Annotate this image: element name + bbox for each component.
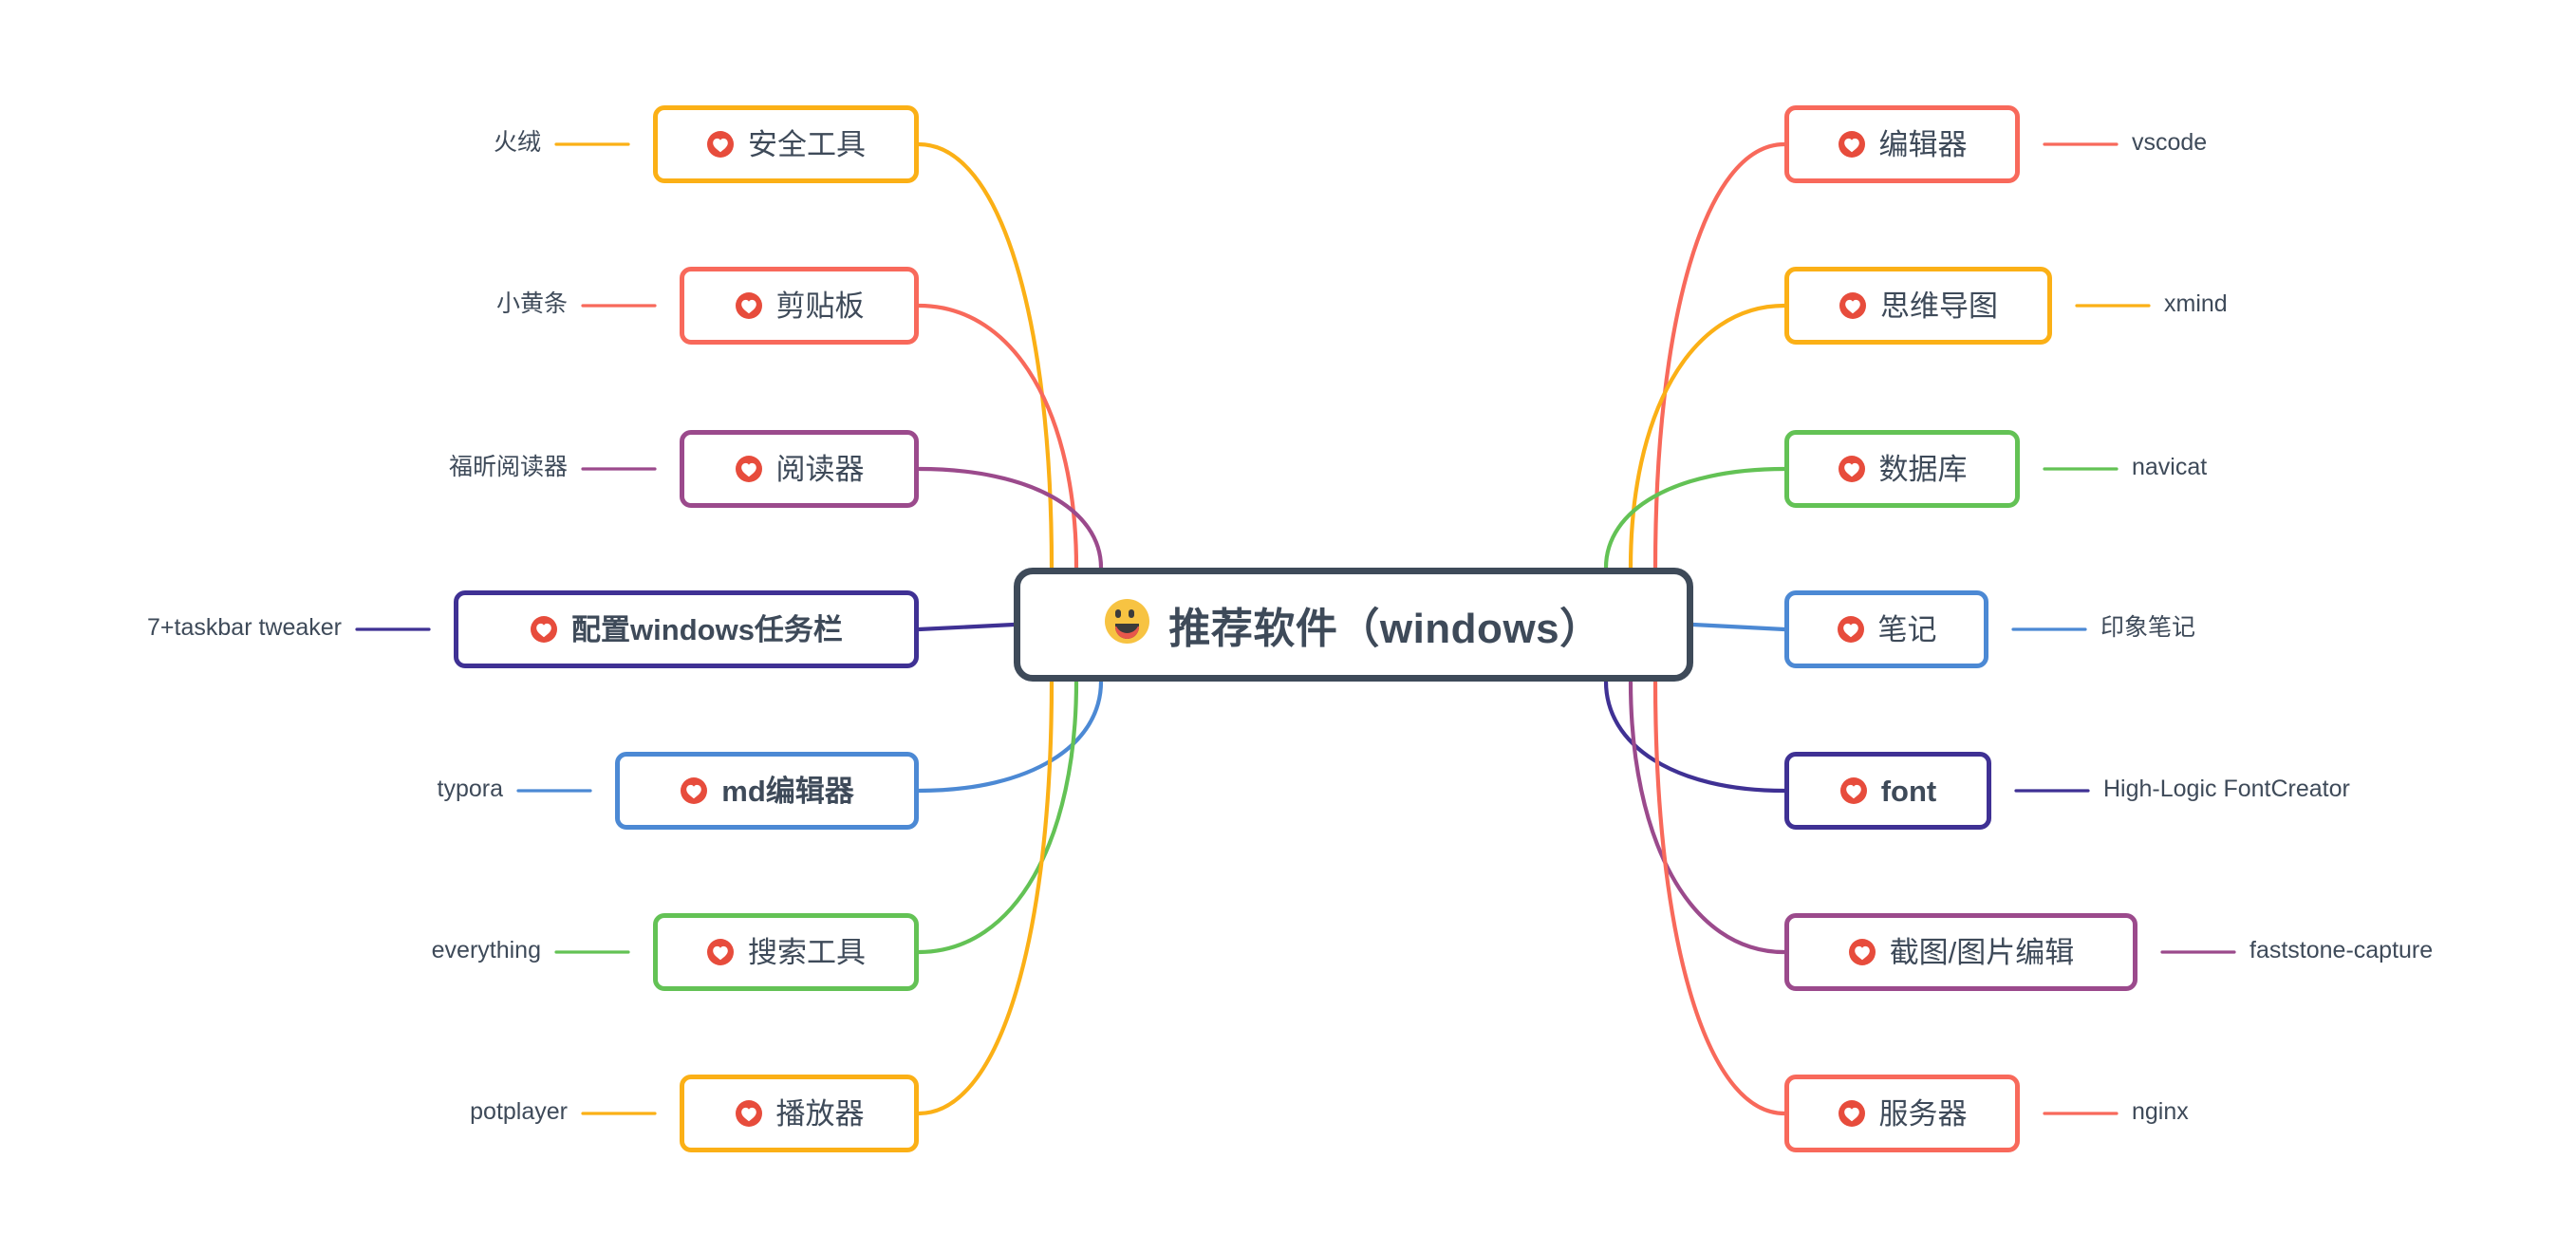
topic-node-right-6[interactable]: 服务器 [1784, 1075, 2020, 1152]
topic-label: 配置windows任务栏 [571, 612, 843, 646]
heart-in-circle-icon [1839, 776, 1868, 805]
leaf-label-left-2: 福昕阅读器 [448, 454, 568, 480]
topic-node-right-3[interactable]: 笔记 [1784, 590, 1988, 668]
heart-in-circle-icon [680, 776, 708, 805]
branch-connector [916, 303, 1079, 570]
branch-connector [916, 141, 1055, 570]
topic-label: 搜索工具 [748, 935, 866, 969]
branch-connector [1690, 622, 1787, 632]
leaf-label-right-4: High-Logic FontCreator [2103, 776, 2350, 802]
topic-label: 编辑器 [1878, 127, 1968, 161]
branch-connector [1603, 466, 1787, 570]
heart-in-circle-icon [1848, 938, 1876, 966]
topic-node-left-4[interactable]: md编辑器 [615, 752, 919, 830]
leaf-label-left-1: 小黄条 [495, 290, 568, 317]
heart-in-circle-icon [735, 455, 763, 483]
topic-node-left-6[interactable]: 播放器 [680, 1075, 919, 1152]
leaf-label-left-3: 7+taskbar tweaker [147, 614, 342, 641]
heart-in-circle-icon [530, 615, 558, 644]
leaf-label-right-1: xmind [2164, 290, 2228, 317]
topic-node-left-5[interactable]: 搜索工具 [653, 913, 919, 991]
branch-connector [1603, 679, 1787, 794]
leaf-label-right-0: vscode [2132, 129, 2208, 156]
topic-label: 截图/图片编辑 [1889, 935, 2075, 969]
branch-connector [1652, 141, 1787, 570]
leaf-label-left-0: 火绒 [493, 129, 541, 156]
topic-label: 数据库 [1878, 452, 1968, 486]
grinning-face-emoji [1105, 599, 1150, 650]
heart-in-circle-icon [735, 291, 763, 320]
topic-node-right-2[interactable]: 数据库 [1784, 430, 2020, 508]
leaf-label-right-5: faststone-capture [2249, 937, 2434, 963]
topic-label: 阅读器 [775, 452, 865, 486]
topic-node-right-0[interactable]: 编辑器 [1784, 105, 2020, 183]
heart-in-circle-icon [706, 938, 735, 966]
heart-in-circle-icon [706, 130, 735, 159]
topic-label: md编辑器 [721, 774, 854, 808]
leaf-label-left-5: everything [431, 937, 541, 963]
heart-in-circle-icon [1838, 455, 1866, 483]
topic-node-left-1[interactable]: 剪贴板 [680, 267, 919, 345]
branch-connector [916, 679, 1079, 955]
leaf-label-left-4: typora [437, 776, 503, 802]
heart-in-circle-icon [1838, 130, 1866, 159]
leaf-label-left-6: potplayer [470, 1098, 568, 1125]
leaf-label-right-2: navicat [2132, 454, 2208, 480]
topic-node-right-1[interactable]: 思维导图 [1784, 267, 2052, 345]
central-node-title: 推荐软件（windows） [1168, 606, 1602, 652]
branch-connector [916, 679, 1055, 1116]
heart-in-circle-icon [1839, 291, 1867, 320]
leaf-label-right-6: nginx [2132, 1098, 2189, 1125]
topic-label: 安全工具 [748, 127, 866, 161]
topic-node-right-5[interactable]: 截图/图片编辑 [1784, 913, 2137, 991]
heart-in-circle-icon [1837, 615, 1865, 644]
topic-node-right-4[interactable]: font [1784, 752, 1991, 830]
central-node[interactable]: 推荐软件（windows） [1014, 568, 1693, 682]
heart-in-circle-icon [735, 1099, 763, 1128]
topic-label: font [1880, 774, 1937, 808]
topic-label: 思维导图 [1880, 289, 1998, 323]
topic-node-left-2[interactable]: 阅读器 [680, 430, 919, 508]
branch-connector [1628, 303, 1787, 570]
heart-in-circle-icon [1838, 1099, 1866, 1128]
topic-node-left-0[interactable]: 安全工具 [653, 105, 919, 183]
topic-node-left-3[interactable]: 配置windows任务栏 [454, 590, 919, 668]
topic-label: 剪贴板 [775, 289, 865, 323]
leaf-label-right-3: 印象笔记 [2100, 614, 2196, 641]
branch-connector [1628, 679, 1787, 955]
branch-connector [916, 466, 1104, 570]
branch-connector [1652, 679, 1787, 1116]
topic-label: 笔记 [1877, 612, 1937, 646]
topic-label: 服务器 [1878, 1096, 1968, 1131]
branch-connector [916, 679, 1104, 794]
topic-label: 播放器 [775, 1096, 865, 1131]
branch-connector [916, 622, 1017, 632]
